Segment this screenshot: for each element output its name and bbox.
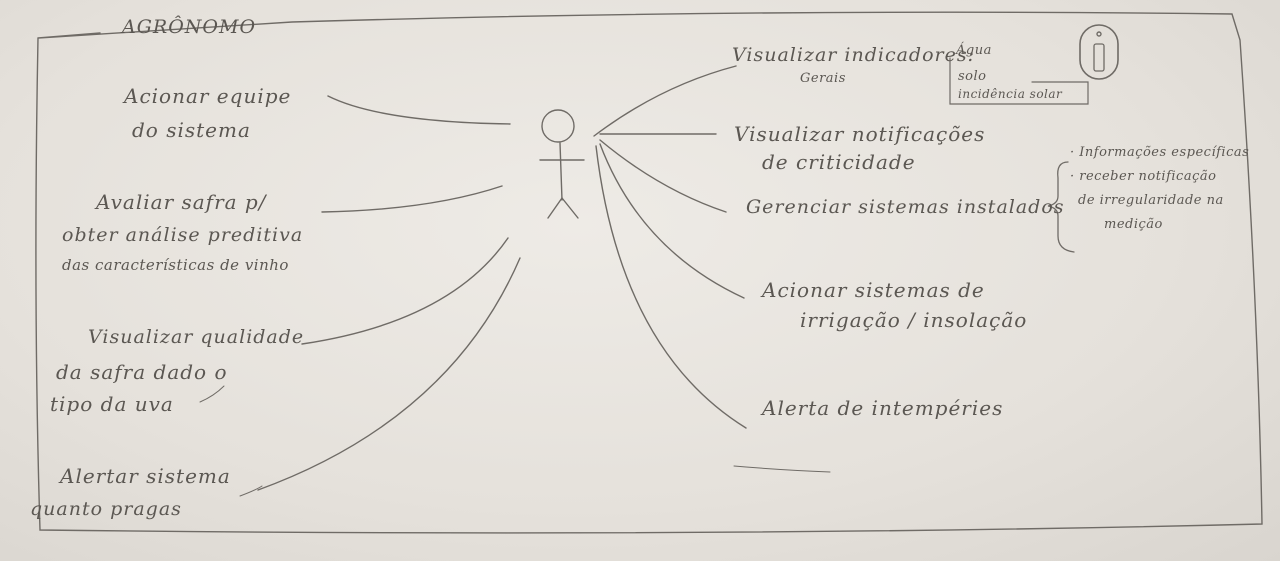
system-boundary (35, 11, 1263, 534)
use-case-gerenciar-sistemas: Gerenciar sistemas instalados (746, 196, 1065, 218)
association-visualizar-indicadores (593, 65, 737, 137)
association-avaliar-safra (321, 185, 503, 213)
actor-left-leg (547, 197, 563, 219)
use-case-acionar-irrigacao-line1: Acionar sistemas de (762, 278, 985, 302)
use-case-visualizar-indicadores-line1: Visualizar indicadores: (732, 44, 975, 66)
use-case-visualizar-notificacoes-line2: de criticidade (762, 150, 916, 174)
use-case-alerta-intemperies: Alerta de intempéries (762, 396, 1004, 420)
use-case-visualizar-qualidade-line2: da safra dado o (56, 360, 228, 384)
actor-right-leg (561, 197, 579, 219)
use-case-acionar-equipe-line2: do sistema (132, 118, 251, 142)
association-acionar-irrigacao (599, 143, 745, 299)
use-case-visualizar-qualidade-line1: Visualizar qualidade (88, 326, 305, 348)
use-case-alertar-pragas-line2: quanto pragas (30, 498, 182, 520)
actor-head (541, 109, 575, 143)
use-case-avaliar-safra-line3: das características de vinho (62, 256, 289, 274)
info-icon-bar (1093, 43, 1105, 72)
stray-mark (199, 385, 225, 403)
use-case-alertar-pragas-line1: Alertar sistema (60, 464, 231, 488)
indicators-bracket (949, 57, 1089, 105)
association-gerenciar-sistemas (599, 139, 727, 213)
systems-note-line1: · Informações específicas (1070, 145, 1250, 160)
stray-mark (733, 465, 831, 473)
systems-note-line3: de irregularidade na (1078, 193, 1224, 208)
systems-note-brace (1047, 161, 1075, 253)
info-icon-dot (1096, 31, 1102, 37)
association-alerta-intemperies (595, 145, 747, 429)
association-visualizar-qualidade (301, 237, 509, 345)
info-icon: i (1086, 82, 1087, 83)
stray-mark (239, 485, 263, 497)
systems-note-line4: medição (1104, 217, 1163, 232)
systems-note-line2: · receber notificação (1070, 169, 1217, 184)
use-case-visualizar-qualidade-line3: tipo da uva (50, 392, 174, 416)
indicator-agua: Água (956, 43, 992, 58)
indicator-solo: solo (958, 69, 987, 84)
actor-body (559, 142, 563, 201)
use-case-acionar-equipe-line1: Acionar equipe (124, 84, 292, 108)
use-case-avaliar-safra-line1: Avaliar safra p/ (96, 190, 267, 214)
actor-label: AGRÔNOMO (122, 16, 257, 38)
association-acionar-equipe (327, 95, 511, 125)
info-icon-frame (1079, 24, 1119, 80)
use-case-acionar-irrigacao-line2: irrigação / insolação (800, 308, 1028, 332)
use-case-visualizar-indicadores-line2: Gerais (800, 71, 846, 86)
indicator-incidencia-solar: incidência solar (958, 87, 1063, 101)
use-case-visualizar-notificacoes-line1: Visualizar notificações (734, 122, 986, 146)
use-case-avaliar-safra-line2: obter análise preditiva (62, 224, 304, 246)
association-alertar-pragas (257, 257, 521, 491)
